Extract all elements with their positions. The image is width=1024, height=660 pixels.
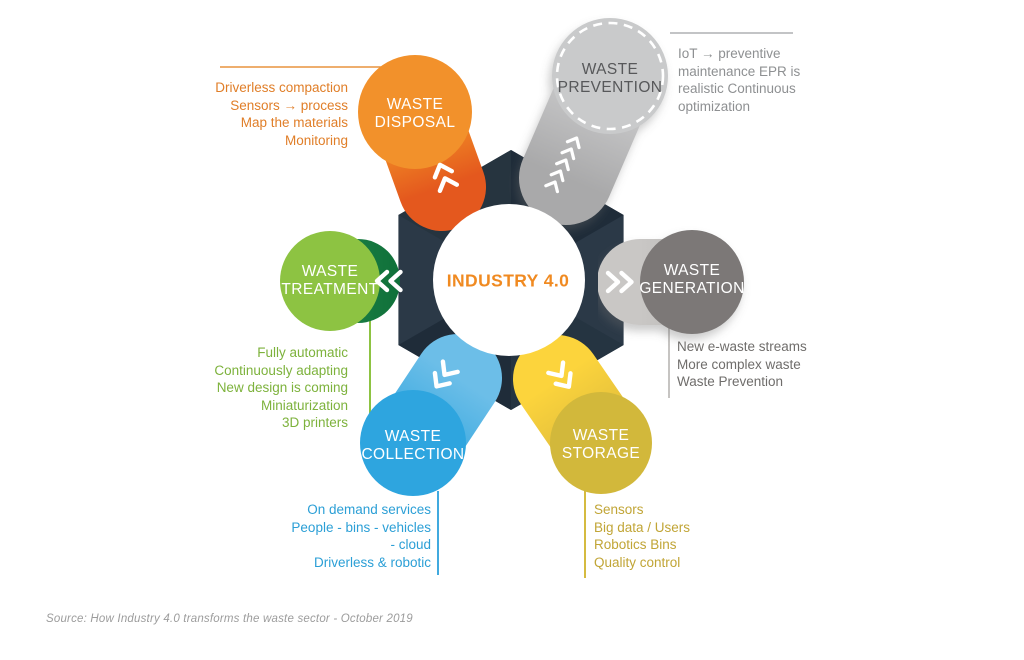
disposal-chevrons-icon — [432, 162, 460, 194]
storage-label-line1: WASTE — [573, 427, 630, 444]
treatment-label: WASTE TREATMENT — [281, 263, 378, 298]
note-line: Big data / Users — [594, 519, 691, 535]
storage-chevrons-icon — [546, 360, 573, 389]
collection-label-line1: WASTE — [385, 428, 442, 445]
note-line: Robotics Bins — [594, 537, 677, 552]
note-line: realistic Continuous — [678, 81, 796, 96]
note-line: Driverless compaction — [215, 80, 348, 95]
note-line: People - bins - vehicles — [291, 519, 431, 535]
prevention-dashed-ring — [555, 21, 665, 131]
storage-label: WASTE STORAGE — [562, 427, 640, 462]
waste-treatment-node — [280, 231, 400, 331]
center-circle — [433, 204, 585, 356]
generation-label: WASTE GENERATION — [639, 262, 744, 297]
note-line: optimization — [678, 98, 751, 114]
collection-label-line2: COLLECTION — [361, 446, 464, 463]
prevention-circle — [552, 18, 668, 134]
generation-label-line2: GENERATION — [639, 280, 744, 297]
treatment-label-line1: WASTE — [302, 263, 359, 280]
waste-generation-notes: New e-waste streams More complex waste W… — [677, 338, 807, 391]
waste-disposal-notes: Driverless compaction Sensors → process … — [215, 79, 348, 149]
note-line: Driverless & robotic — [313, 554, 431, 570]
generation-label-line1: WASTE — [664, 262, 721, 279]
waste-prevention-node — [519, 18, 668, 225]
note-line: On demand services — [307, 502, 431, 517]
waste-treatment-notes: Fully automatic Continuously adapting Ne… — [214, 344, 348, 432]
waste-generation-node — [597, 230, 744, 334]
disposal-label-line2: DISPOSAL — [375, 114, 456, 131]
note-line: Sensors → process — [230, 97, 348, 113]
note-line: More complex waste — [677, 356, 801, 372]
waste-prevention-notes: IoT → preventive maintenance EPR is real… — [678, 45, 800, 115]
note-line: New design is coming — [216, 380, 348, 395]
waste-collection-notes: On demand services People - bins - vehic… — [291, 501, 431, 571]
prevention-chevrons-icon — [544, 136, 581, 194]
center-title: INDUSTRY 4.0 — [447, 271, 569, 291]
note-line: Continuously adapting — [214, 362, 348, 378]
treatment-circle — [280, 231, 380, 331]
prevention-label-line2: PREVENTION — [558, 79, 663, 96]
treatment-label-line2: TREATMENT — [281, 281, 378, 298]
storage-label-line2: STORAGE — [562, 445, 640, 462]
waste-collection-node — [360, 334, 502, 496]
generation-circle — [640, 230, 744, 334]
note-line: Miniaturization — [260, 397, 348, 413]
prevention-label: WASTE PREVENTION — [558, 61, 663, 96]
disposal-circle — [358, 55, 472, 169]
note-line: IoT → preventive — [678, 46, 781, 61]
waste-storage-notes: Sensors Big data / Users Robotics Bins Q… — [594, 501, 690, 571]
note-line: - cloud — [390, 537, 431, 552]
collection-label: WASTE COLLECTION — [361, 428, 464, 463]
note-line: Sensors — [594, 502, 644, 517]
note-line: New e-waste streams — [677, 339, 807, 354]
disposal-label: WASTE DISPOSAL — [375, 96, 456, 131]
storage-circle — [550, 392, 652, 494]
generation-chevrons-icon — [605, 270, 634, 294]
source-caption: Source: How Industry 4.0 transforms the … — [46, 613, 413, 625]
collection-circle — [360, 390, 466, 496]
note-line: Fully automatic — [257, 345, 348, 360]
note-line: Quality control — [594, 554, 681, 570]
prevention-label-line1: WASTE — [582, 61, 639, 78]
note-line: Waste Prevention — [677, 374, 784, 389]
note-line: Map the materials — [240, 115, 348, 130]
waste-storage-node — [513, 335, 652, 494]
collection-chevrons-icon — [432, 359, 460, 389]
disposal-label-line1: WASTE — [387, 96, 444, 113]
note-line: 3D printers — [281, 415, 348, 430]
note-line: Monitoring — [284, 132, 348, 148]
treatment-chevrons-icon — [374, 269, 403, 293]
note-line: maintenance EPR is — [678, 63, 801, 79]
